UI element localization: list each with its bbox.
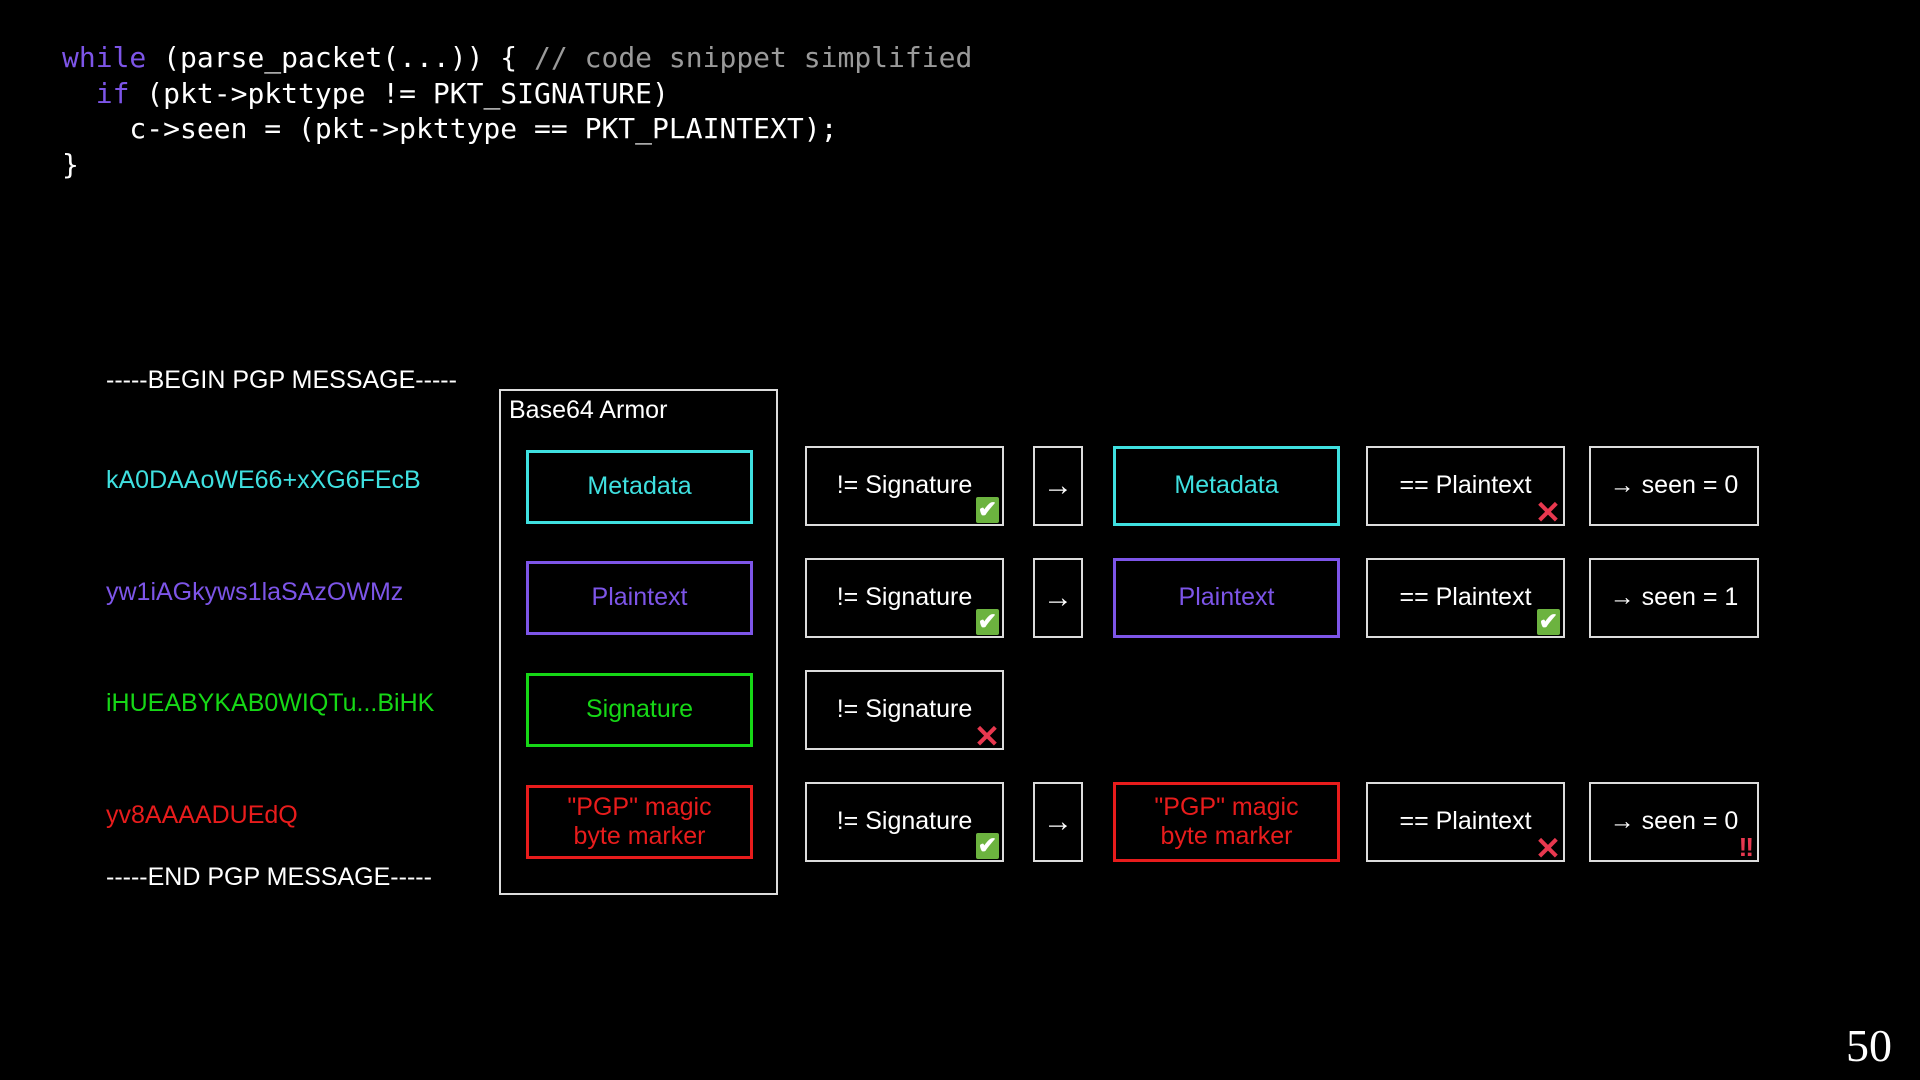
code-token: c->seen = (pkt->pkttype == PKT_PLAINTEXT… [62, 112, 838, 145]
page-number: 50 [1846, 1020, 1892, 1071]
row-4-result-label: → seen = 0 [1609, 807, 1739, 836]
armor-packet-4-label: "PGP" magic byte marker [567, 792, 712, 851]
row-4-plaintext-compare-label: == Plaintext [1399, 807, 1532, 836]
row-2-arrow-icon: → [1033, 558, 1083, 638]
code-line-3: c->seen = (pkt->pkttype == PKT_PLAINTEXT… [62, 111, 972, 147]
code-token: while [62, 41, 147, 74]
row-1-plaintext-compare-label: == Plaintext [1399, 471, 1532, 500]
row-1-arrow-icon: → [1033, 446, 1083, 526]
row-1-signature-test: != Signature✔ [805, 446, 1004, 526]
pgp-base64-line-1: kA0DAAoWE66+xXG6FEcB [106, 466, 421, 494]
row-2-packet: Plaintext [1113, 558, 1340, 638]
row-2-signature-test-label: != Signature [836, 583, 973, 612]
armor-packet-4: "PGP" magic byte marker [526, 785, 753, 859]
armor-packet-1: Metadata [526, 450, 753, 524]
pgp-base64-line-4: yv8AAAADUEdQ [106, 801, 298, 829]
base64-armor-title: Base64 Armor [509, 396, 668, 424]
cross-mark-icon: ✕ [1535, 831, 1561, 866]
row-2-result-label: → seen = 1 [1609, 583, 1739, 612]
row-1-packet-label: Metadata [1174, 471, 1279, 500]
row-2-plaintext-compare: == Plaintext✔ [1366, 558, 1565, 638]
code-snippet: while (parse_packet(...)) { // code snip… [62, 40, 972, 182]
code-token: if [95, 76, 130, 110]
row-1-arrow-icon-label: → [1043, 469, 1073, 503]
row-2-signature-test: != Signature✔ [805, 558, 1004, 638]
row-3-signature-test: != Signature✕ [805, 670, 1004, 754]
code-token [62, 77, 96, 110]
row-4-signature-test-label: != Signature [836, 807, 973, 836]
row-4-packet-label: "PGP" magic byte marker [1154, 792, 1299, 851]
row-1-signature-test-label: != Signature [836, 471, 973, 500]
row-2-plaintext-compare-label: == Plaintext [1399, 583, 1532, 612]
base64-armor-container: Base64 Armor [499, 389, 778, 895]
row-1-result: → seen = 0 [1589, 446, 1759, 526]
armor-packet-2-label: Plaintext [591, 583, 688, 612]
check-mark-icon: ✔ [975, 832, 999, 859]
armor-packet-1-label: Metadata [587, 472, 692, 501]
row-1-packet: Metadata [1113, 446, 1340, 526]
check-mark-icon: ✔ [1536, 608, 1560, 635]
pgp-base64-line-3: iHUEABYKAB0WIQTu...BiHK [106, 689, 435, 717]
pgp-begin-line: -----BEGIN PGP MESSAGE----- [106, 366, 457, 394]
code-line-2: if (pkt->pkttype != PKT_SIGNATURE) [62, 76, 972, 112]
code-token: } [62, 147, 79, 181]
code-token: // code snippet simplified [534, 41, 973, 74]
armor-packet-3-label: Signature [585, 695, 694, 724]
row-4-arrow-icon: → [1033, 782, 1083, 862]
row-2-packet-label: Plaintext [1178, 583, 1275, 612]
pgp-end-line: -----END PGP MESSAGE----- [106, 863, 432, 891]
row-1-result-label: → seen = 0 [1609, 471, 1739, 500]
code-line-4: } [62, 147, 972, 183]
row-2-arrow-icon-label: → [1043, 581, 1073, 615]
check-mark-icon: ✔ [975, 608, 999, 635]
code-token: (parse_packet(...)) { [146, 41, 535, 74]
cross-mark-icon: ✕ [1535, 495, 1561, 530]
row-4-packet: "PGP" magic byte marker [1113, 782, 1340, 862]
row-3-signature-test-label: != Signature [836, 695, 973, 724]
armor-packet-3: Signature [526, 673, 753, 747]
check-mark-icon: ✔ [975, 496, 999, 523]
pgp-base64-line-2: yw1iAGkyws1laSAzOWMz [106, 578, 404, 606]
row-4-plaintext-compare: == Plaintext✕ [1366, 782, 1565, 866]
row-2-result: → seen = 1 [1589, 558, 1759, 638]
code-token: (pkt->pkttype != PKT_SIGNATURE) [129, 76, 669, 110]
row-4-signature-test: != Signature✔ [805, 782, 1004, 862]
cross-mark-icon: ✕ [974, 719, 1000, 754]
code-line-1: while (parse_packet(...)) { // code snip… [62, 40, 972, 76]
armor-packet-2: Plaintext [526, 561, 753, 635]
row-1-plaintext-compare: == Plaintext✕ [1366, 446, 1565, 530]
double-exclamation-icon: !! [1738, 832, 1754, 862]
row-4-result: → seen = 0!! [1589, 782, 1759, 862]
row-4-arrow-icon-label: → [1043, 805, 1073, 839]
